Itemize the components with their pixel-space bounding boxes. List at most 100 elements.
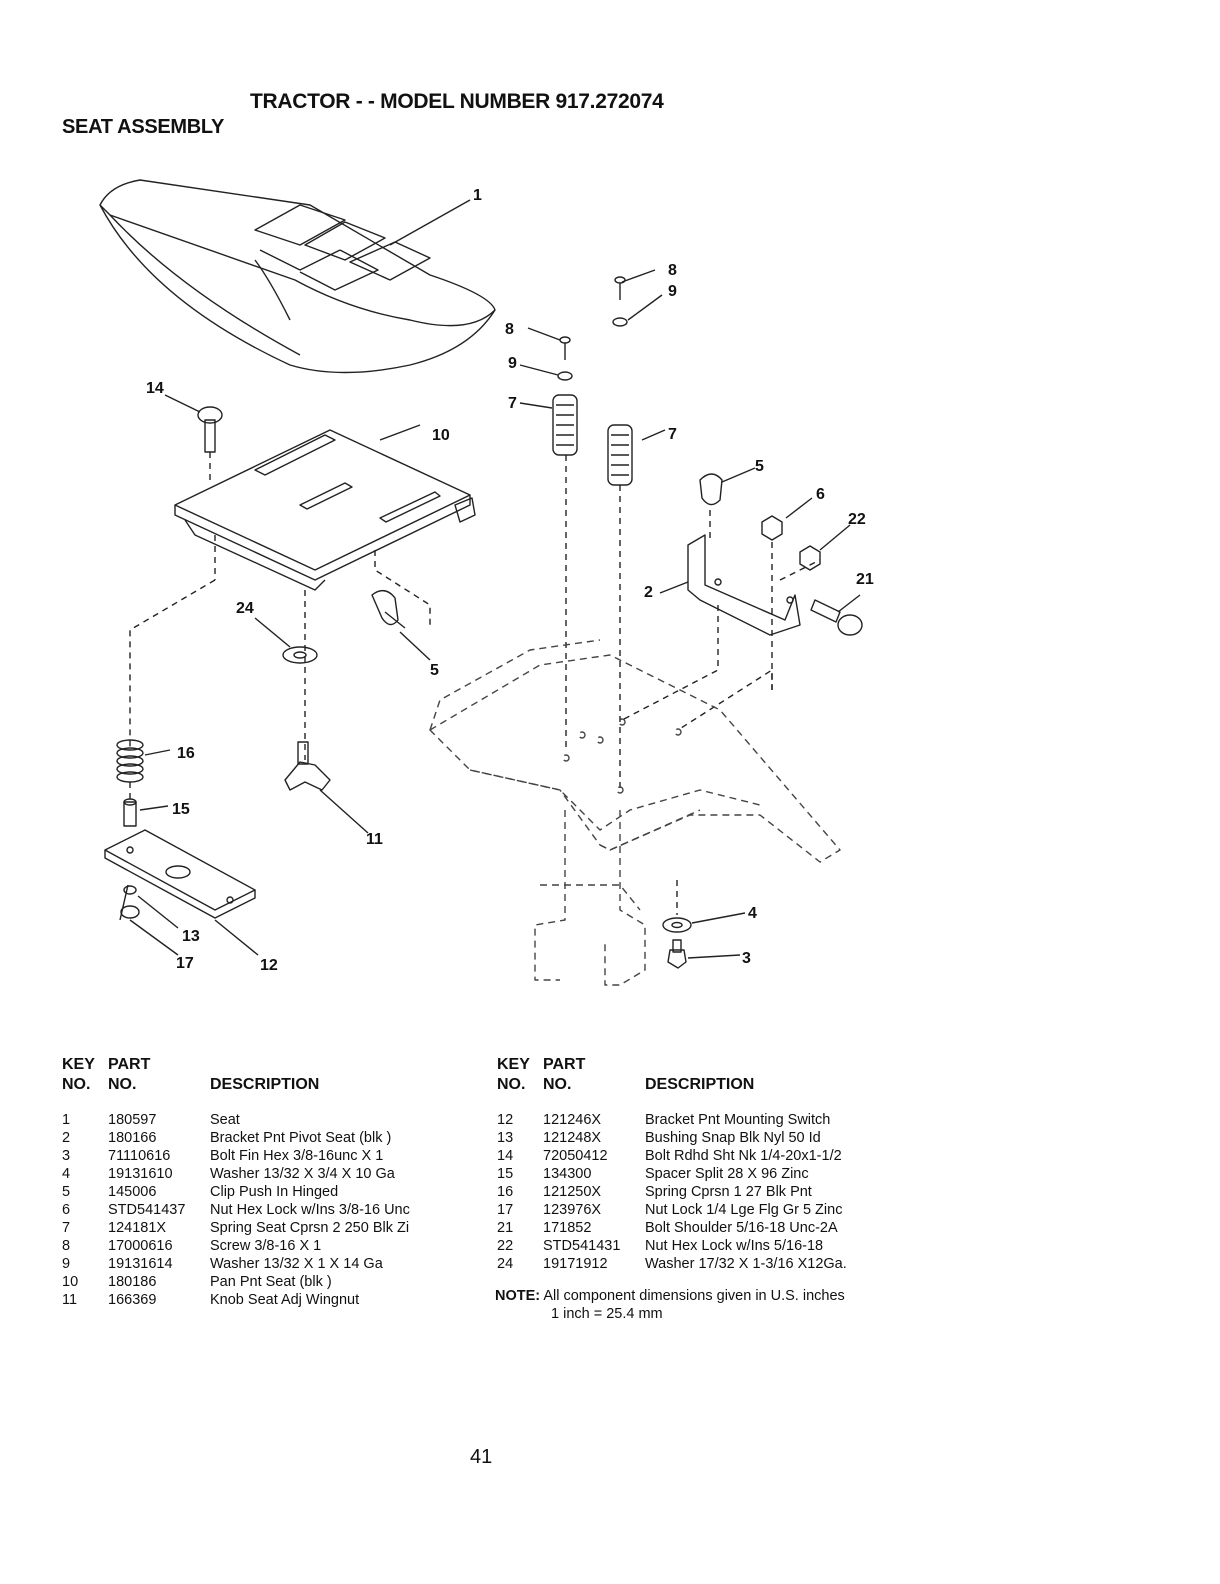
callout-16: 16 xyxy=(177,745,195,762)
key-no: 2 xyxy=(62,1130,71,1146)
pivot-bracket-drawing xyxy=(621,534,821,731)
callout-14: 14 xyxy=(146,380,164,397)
spacer-15-drawing xyxy=(123,798,169,827)
table-row: 3 71110616 Bolt Fin Hex 3/8-16unc X 1 xyxy=(62,1147,492,1165)
key-no: 9 xyxy=(62,1256,71,1272)
part-no: 121248X xyxy=(543,1130,602,1146)
part-no: 17000616 xyxy=(108,1238,173,1254)
callout-21: 21 xyxy=(856,571,874,588)
callout-7-right: 7 xyxy=(668,426,677,443)
part-description: Bushing Snap Blk Nyl 50 Id xyxy=(645,1130,821,1146)
part-no: 166369 xyxy=(108,1292,157,1308)
table-row: 7 124181X Spring Seat Cprsn 2 250 Blk Zi xyxy=(62,1219,492,1237)
part-no: 124181X xyxy=(108,1220,167,1236)
part-description: Knob Seat Adj Wingnut xyxy=(210,1292,360,1308)
part-description: Bolt Fin Hex 3/8-16unc X 1 xyxy=(210,1148,384,1164)
key-no: 14 xyxy=(497,1148,514,1164)
part-no: 145006 xyxy=(108,1184,157,1200)
part-no: 71110616 xyxy=(108,1148,171,1164)
part-description: Spacer Split 28 X 96 Zinc xyxy=(645,1166,809,1182)
part-description: Washer 13/32 X 1 X 14 Ga xyxy=(210,1256,383,1272)
header-key: KEY xyxy=(497,1056,530,1073)
part-description: Spring Cprsn 1 27 Blk Pnt xyxy=(645,1184,812,1200)
key-no: 10 xyxy=(62,1274,79,1290)
clip-5-left-drawing xyxy=(371,590,431,661)
part-description: Spring Seat Cprsn 2 250 Blk Zi xyxy=(210,1220,410,1236)
part-no: 121250X xyxy=(543,1184,602,1200)
header-key: KEY xyxy=(62,1056,95,1073)
diagram-svg: 1 14 10 8 9 7 8 9 7 5 6 22 2 21 24 5 16 … xyxy=(99,179,874,986)
key-no: 16 xyxy=(497,1184,514,1200)
part-no: 180166 xyxy=(108,1130,157,1146)
key-no: 24 xyxy=(497,1256,514,1272)
part-description: Bracket Pnt Pivot Seat (blk ) xyxy=(210,1130,392,1146)
part-no: 19131610 xyxy=(108,1166,173,1182)
callout-7-left: 7 xyxy=(508,395,517,412)
part-no: 72050412 xyxy=(543,1148,608,1164)
key-no: 6 xyxy=(62,1202,71,1218)
key-no: 7 xyxy=(62,1220,71,1236)
part-description: Nut Hex Lock w/Ins 5/16-18 xyxy=(645,1238,824,1254)
page-number: 41 xyxy=(470,1446,493,1468)
page-title: TRACTOR - - MODEL NUMBER 917.272074 xyxy=(250,90,664,113)
table-header: KEY PART NO. NO. DESCRIPTION xyxy=(497,1056,927,1098)
part-description: Washer 13/32 X 3/4 X 10 Ga xyxy=(210,1166,395,1182)
callout-10: 10 xyxy=(432,427,450,444)
shoulder-bolt-21-drawing xyxy=(810,594,863,636)
table-header: KEY PART NO. NO. DESCRIPTION xyxy=(62,1056,492,1098)
callout-8-right: 8 xyxy=(668,262,677,279)
part-description: Washer 17/32 X 1-3/16 X12Ga. xyxy=(645,1256,847,1272)
knob-11-drawing xyxy=(284,741,369,834)
part-description: Bracket Pnt Mounting Switch xyxy=(645,1112,831,1128)
seat-drawing xyxy=(99,179,496,374)
note-line-2: 1 inch = 25.4 mm xyxy=(551,1306,663,1322)
callout-22: 22 xyxy=(848,511,866,528)
header-key-no: NO. xyxy=(497,1076,526,1093)
spring-16-drawing xyxy=(116,739,171,800)
header-part: PART xyxy=(543,1056,586,1073)
header-key-no: NO. xyxy=(62,1076,91,1093)
key-no: 4 xyxy=(62,1166,71,1182)
tractor-frame-drawing xyxy=(429,639,841,986)
header-part: PART xyxy=(108,1056,151,1073)
key-no: 15 xyxy=(497,1166,514,1182)
table-row: 24 19171912 Washer 17/32 X 1-3/16 X12Ga. xyxy=(497,1255,927,1273)
note-line-1: All component dimensions given in U.S. i… xyxy=(543,1288,845,1304)
washer-4-drawing xyxy=(662,880,746,933)
callout-11: 11 xyxy=(366,831,383,848)
callout-3: 3 xyxy=(742,950,751,967)
part-description: Nut Hex Lock w/Ins 3/8-16 Unc xyxy=(210,1202,410,1218)
callout-5-right: 5 xyxy=(755,458,764,475)
bushing-13-drawing xyxy=(123,885,179,929)
callout-4: 4 xyxy=(748,905,757,922)
part-no: 180186 xyxy=(108,1274,157,1290)
callout-13: 13 xyxy=(182,928,200,945)
spring-assembly-left-drawing xyxy=(519,327,578,750)
bolt-3-drawing xyxy=(667,939,741,969)
part-no: 171852 xyxy=(543,1220,592,1236)
seat-pan-drawing xyxy=(129,424,476,760)
table-row: 2 180166 Bracket Pnt Pivot Seat (blk ) xyxy=(62,1129,492,1147)
part-no: 134300 xyxy=(543,1166,592,1182)
key-no: 3 xyxy=(62,1148,71,1164)
callout-15: 15 xyxy=(172,801,190,818)
table-row: 4 19131610 Washer 13/32 X 3/4 X 10 Ga xyxy=(62,1165,492,1183)
key-no: 11 xyxy=(62,1292,78,1308)
callout-6: 6 xyxy=(816,486,825,503)
nut-17-drawing xyxy=(119,884,179,956)
part-no: 19171912 xyxy=(543,1256,608,1272)
part-no: 180597 xyxy=(108,1112,157,1128)
part-description: Screw 3/8-16 X 1 xyxy=(210,1238,322,1254)
table-row: 11 166369 Knob Seat Adj Wingnut xyxy=(62,1291,492,1309)
part-description: Bolt Shoulder 5/16-18 Unc-2A xyxy=(645,1220,838,1236)
exploded-parts-diagram: 1 14 10 8 9 7 8 9 7 5 6 22 2 21 24 5 16 … xyxy=(0,150,1220,1020)
nut-6-drawing xyxy=(761,497,813,690)
